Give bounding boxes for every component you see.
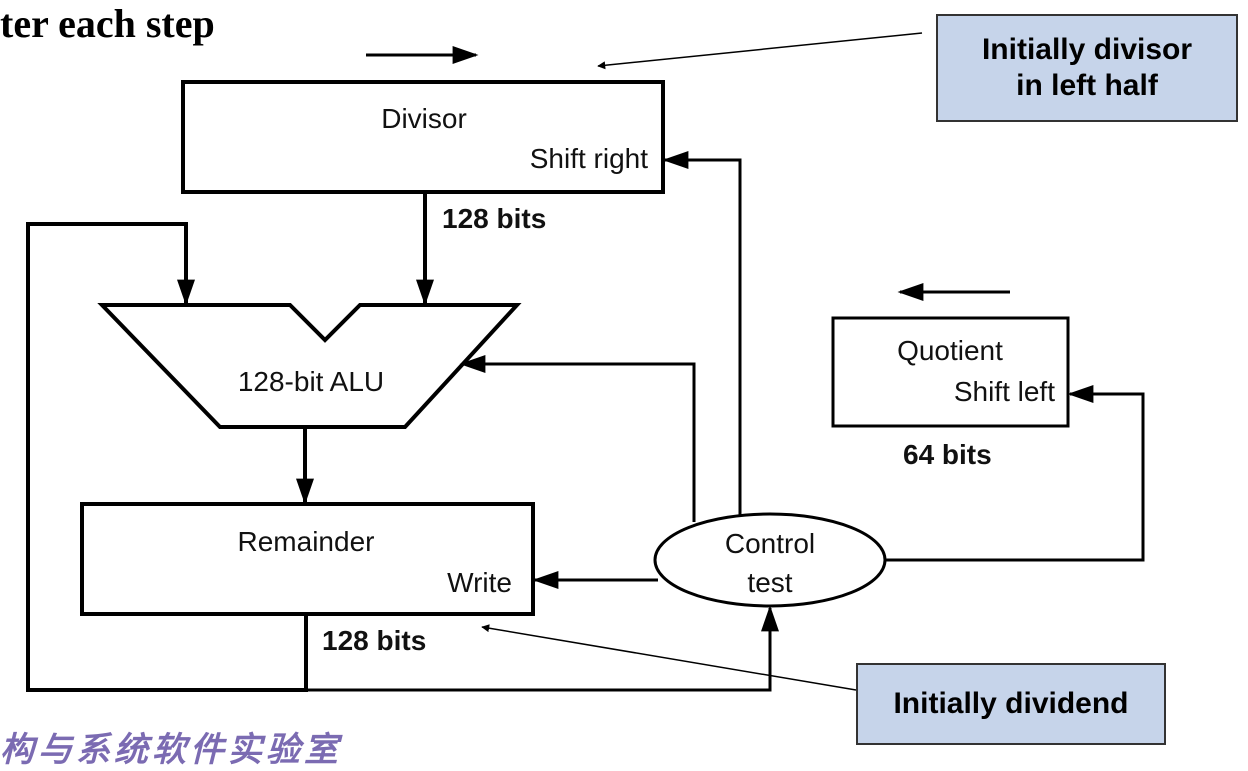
quotient-action-label: Shift left: [954, 376, 1055, 407]
remainder-to-control-wire: [306, 605, 779, 692]
quotient-width-label: 64 bits: [903, 439, 992, 470]
control-to-alu-wire: [459, 355, 696, 522]
slide-title: ter each step: [0, 1, 215, 46]
divisor-label: Divisor: [381, 103, 467, 134]
footer-lab-name: 构与系统软件实验室: [0, 730, 342, 770]
remainder-width-label: 128 bits: [322, 625, 426, 656]
dividend-callout-pointer: [481, 624, 857, 691]
control-to-quotient-wire: [884, 385, 1145, 562]
control-to-divisor-wire: [662, 151, 742, 516]
control-wires: [306, 151, 1145, 692]
remainder-action-label: Write: [447, 567, 512, 598]
remainder-register: Remainder Write: [80, 502, 535, 616]
quotient-label: Quotient: [897, 335, 1003, 366]
alu-label: 128-bit ALU: [238, 366, 384, 397]
datapath-wires: [26, 192, 434, 692]
quotient-register: Quotient Shift left: [831, 316, 1070, 428]
remainder-label: Remainder: [238, 526, 375, 557]
alu: 128-bit ALU: [97, 303, 522, 429]
divisor-callout-pointer: [597, 32, 923, 70]
control-test: Control test: [653, 512, 887, 608]
divisor-action-label: Shift right: [530, 143, 648, 174]
control-label-line2: test: [747, 567, 792, 598]
divisor-register: Divisor Shift right: [181, 80, 665, 194]
divisor-width-label: 128 bits: [442, 203, 546, 234]
remainder-feedback-wire: [26, 222, 308, 692]
divisor-note: Initially divisor in left half: [936, 14, 1238, 122]
control-label-line1: Control: [725, 528, 815, 559]
dividend-note: Initially dividend: [856, 663, 1166, 745]
